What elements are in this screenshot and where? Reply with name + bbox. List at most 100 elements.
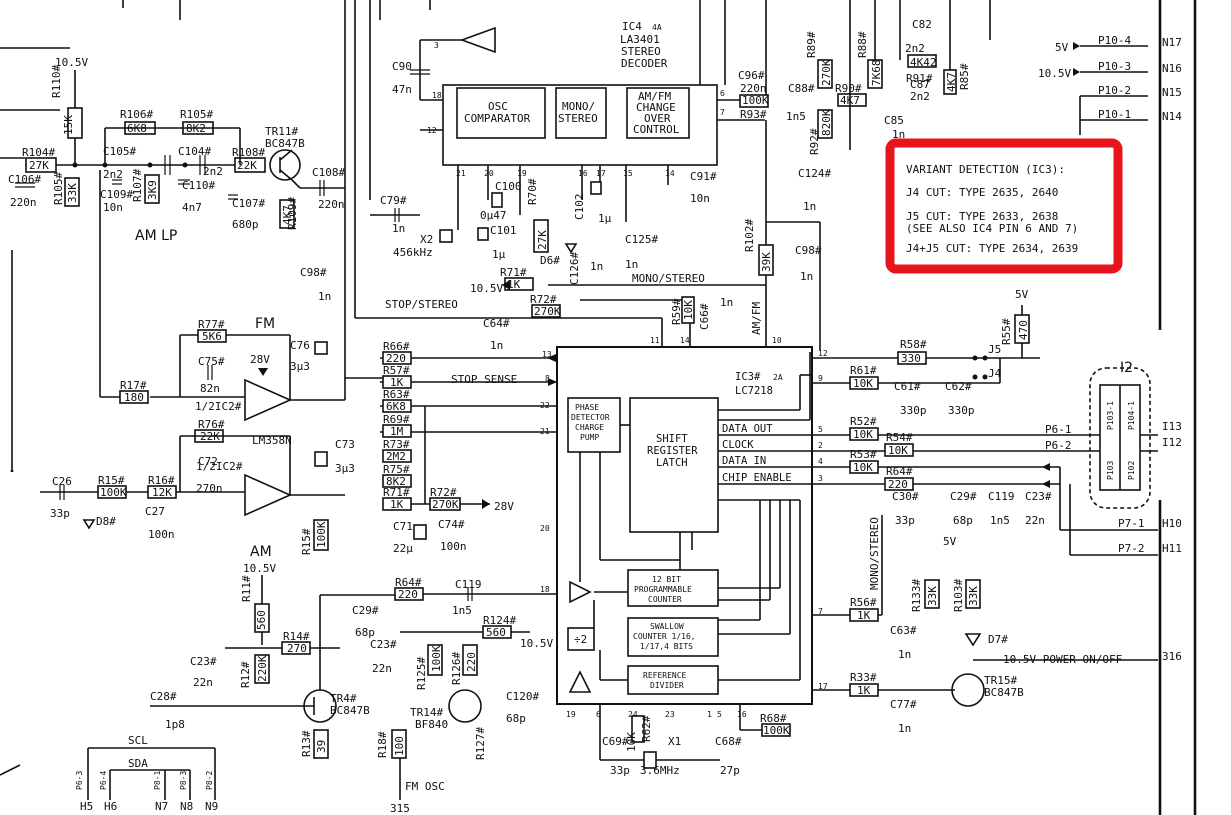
- svg-text:220: 220: [386, 352, 406, 365]
- ic4-buffer-triangle: [459, 26, 496, 54]
- svg-text:10.5V: 10.5V: [470, 282, 503, 295]
- svg-text:H5: H5: [80, 800, 93, 813]
- svg-text:R69#: R69#: [383, 413, 410, 426]
- svg-text:3: 3: [434, 41, 439, 50]
- pin-clock: CLOCK: [722, 439, 754, 451]
- svg-text:C125#: C125#: [625, 233, 658, 246]
- svg-text:R55#: R55#: [1000, 318, 1013, 345]
- svg-text:5V: 5V: [943, 535, 957, 548]
- ic3-reference-divider: [627, 665, 719, 695]
- svg-text:OVER: OVER: [644, 112, 671, 125]
- svg-text:680p: 680p: [232, 218, 259, 231]
- svg-text:R16#: R16#: [148, 474, 175, 487]
- svg-text:3µ3: 3µ3: [290, 360, 310, 373]
- svg-text:14: 14: [680, 336, 690, 345]
- svg-text:C91#: C91#: [690, 170, 717, 183]
- svg-text:STEREO: STEREO: [621, 45, 661, 58]
- svg-text:R18#: R18#: [376, 731, 389, 758]
- am-lp-section: 10.5V R110# 15K R106# 6K8 R105# 8K2 R104…: [8, 56, 345, 244]
- svg-text:R72#: R72#: [430, 486, 457, 499]
- svg-text:33K: 33K: [66, 183, 79, 203]
- svg-text:23: 23: [665, 710, 675, 719]
- svg-text:16: 16: [578, 169, 588, 178]
- svg-text:2n2: 2n2: [203, 165, 223, 178]
- svg-text:1µ: 1µ: [598, 212, 612, 225]
- svg-text:8: 8: [545, 374, 550, 383]
- svg-text:P7-2: P7-2: [1118, 542, 1145, 555]
- svg-text:P8-1: P8-1: [153, 771, 162, 790]
- svg-text:82n: 82n: [200, 382, 220, 395]
- variant-title: VARIANT DETECTION (IC3):: [906, 163, 1065, 176]
- signal-mono-stereo-vertical: MONO/STEREO: [868, 517, 881, 590]
- ic3-swallow-counter: [627, 617, 719, 657]
- svg-text:C101: C101: [490, 224, 517, 237]
- svg-text:R59#: R59#: [670, 298, 683, 325]
- svg-text:R106#: R106#: [120, 108, 153, 121]
- svg-text:R77#: R77#: [198, 318, 225, 331]
- svg-text:C105#: C105#: [103, 145, 136, 158]
- svg-text:1K: 1K: [507, 278, 521, 291]
- svg-text:BC847B: BC847B: [330, 704, 370, 717]
- jumper-j5: J5: [988, 343, 1001, 356]
- svg-text:P6-3: P6-3: [75, 771, 84, 790]
- svg-text:COUNTER: COUNTER: [648, 595, 682, 604]
- svg-text:C74#: C74#: [438, 518, 465, 531]
- svg-text:5: 5: [818, 425, 823, 434]
- svg-text:R90#: R90#: [835, 82, 862, 95]
- svg-text:C64#: C64#: [483, 317, 510, 330]
- svg-text:P10-2: P10-2: [1098, 84, 1131, 97]
- signal-power-on-off: 10.5V POWER ON/OFF: [1003, 653, 1122, 666]
- svg-text:P102: P102: [1127, 461, 1136, 480]
- svg-text:N8: N8: [180, 800, 193, 813]
- svg-text:12 BIT: 12 BIT: [652, 575, 681, 584]
- svg-text:C124#: C124#: [798, 167, 831, 180]
- svg-text:470: 470: [1017, 320, 1030, 340]
- svg-text:19: 19: [517, 169, 527, 178]
- svg-text:R88#: R88#: [856, 31, 869, 58]
- svg-text:14: 14: [665, 169, 675, 178]
- svg-text:22n: 22n: [1025, 514, 1045, 527]
- svg-text:R110#: R110#: [50, 65, 63, 98]
- svg-text:C88#: C88#: [788, 82, 815, 95]
- svg-text:C71: C71: [393, 520, 413, 533]
- svg-text:C29#: C29#: [950, 490, 977, 503]
- svg-text:1n: 1n: [898, 722, 911, 735]
- svg-text:R105#: R105#: [180, 108, 213, 121]
- svg-text:C104#: C104#: [178, 145, 211, 158]
- supply-5v-p10: 5V: [1055, 41, 1069, 54]
- svg-text:C90: C90: [392, 60, 412, 73]
- svg-text:C69#: C69#: [602, 735, 629, 748]
- svg-text:1n: 1n: [892, 128, 905, 141]
- svg-text:R126#: R126#: [450, 652, 463, 685]
- tr15-label: TR15#: [984, 674, 1017, 687]
- svg-text:R61#: R61#: [850, 364, 877, 377]
- svg-text:C66#: C66#: [698, 303, 711, 330]
- ic4-support-components: C90 47n C79# 1n X2 456kHz C100 0µ47 C101…: [370, 60, 831, 350]
- svg-text:P10-4: P10-4: [1098, 34, 1131, 47]
- svg-text:4n7: 4n7: [182, 201, 202, 214]
- svg-text:18: 18: [540, 585, 550, 594]
- svg-text:N9: N9: [205, 800, 218, 813]
- svg-text:R13#: R13#: [300, 730, 313, 757]
- svg-text:220n: 220n: [10, 196, 37, 209]
- svg-text:P10-1: P10-1: [1098, 108, 1131, 121]
- jumper-j4: J4: [988, 367, 1002, 380]
- ic3-div2: [567, 627, 595, 651]
- svg-text:20: 20: [484, 169, 494, 178]
- svg-text:330p: 330p: [900, 404, 927, 417]
- svg-text:CHARGE: CHARGE: [575, 423, 604, 432]
- svg-text:C98#: C98#: [795, 244, 822, 257]
- tr4-label: TR4#: [330, 692, 357, 705]
- svg-text:4K42: 4K42: [910, 56, 937, 69]
- svg-text:C29#: C29#: [352, 604, 379, 617]
- svg-text:2: 2: [818, 441, 823, 450]
- svg-text:10.5V: 10.5V: [243, 562, 276, 575]
- tr14-symbol: [448, 689, 482, 723]
- svg-text:27K: 27K: [536, 230, 549, 250]
- power-on-off-section: MONO/STEREO R56# 1K C63# 1n 5V R133# 33K…: [812, 515, 1182, 735]
- svg-text:1/17,4 BITS: 1/17,4 BITS: [640, 642, 693, 651]
- svg-text:R127#: R127#: [474, 727, 487, 760]
- svg-text:DIVIDER: DIVIDER: [650, 681, 684, 690]
- svg-text:R52#: R52#: [850, 415, 877, 428]
